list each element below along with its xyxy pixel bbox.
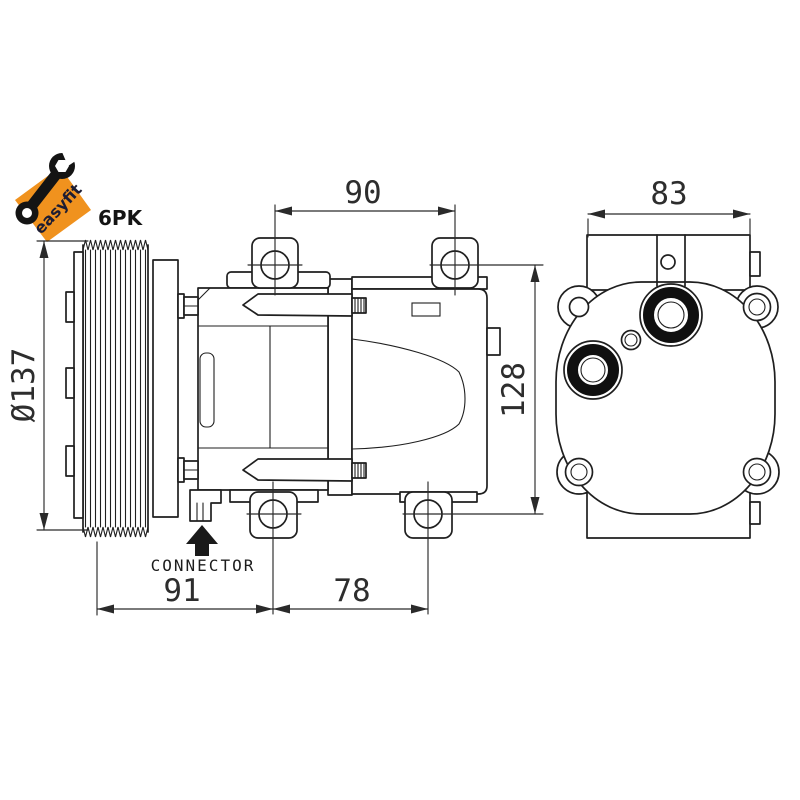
rear-notch [411, 302, 441, 317]
wrench-ring-hole [22, 208, 32, 218]
wrench-hex-hole [55, 160, 69, 172]
thread-end-top [351, 297, 367, 314]
connector-label: CONNECTOR [151, 556, 256, 575]
mount-hole [568, 296, 590, 318]
clutch-tab [65, 291, 75, 323]
mount-hole [742, 457, 772, 487]
compressor-body [177, 271, 501, 496]
manifold-bolt-hole [660, 254, 676, 270]
dimension-90: 90 [274, 175, 456, 216]
rear-tab [486, 327, 501, 356]
front-housing [197, 287, 329, 491]
small-port-hole [620, 329, 642, 351]
discharge-port [639, 283, 703, 347]
mount-hole [742, 292, 772, 322]
o-ring-seal [643, 287, 699, 343]
suction-port [563, 340, 623, 400]
dim-137-value: Ø137 [6, 348, 42, 423]
side-view: CONNECTOR [65, 204, 544, 615]
dim-90-value: 90 [344, 175, 381, 211]
pulley-groove-teeth-bottom [82, 526, 149, 538]
tie-rod-rib-bottom [242, 458, 353, 482]
connector-arrow-icon [186, 525, 218, 556]
thread-end-bottom [351, 462, 367, 479]
bottom-right-tab [749, 501, 761, 525]
top-right-tab [749, 251, 761, 277]
pulley-groove-teeth-top [82, 239, 149, 251]
dim-91-value: 91 [163, 573, 200, 609]
easyfit-logo: easyfit [15, 152, 91, 242]
dimension-91-78: 91 78 [96, 541, 429, 616]
connector-body [189, 489, 222, 522]
housing-outline [555, 281, 776, 515]
clutch-tab [65, 445, 75, 477]
dim-78-value: 78 [333, 573, 370, 609]
belt-type-label: 6PK [98, 206, 144, 230]
o-ring-seal [567, 344, 619, 396]
pulley-groove-lines [84, 249, 147, 528]
cylinder-barrel-profile [351, 338, 466, 450]
coil-housing [152, 259, 179, 518]
mounting-lugs [229, 204, 544, 615]
bolt-head-bottom [177, 457, 199, 483]
bolt-head-top [177, 293, 199, 319]
clutch-tab [65, 367, 75, 399]
clutch-front-plate [73, 251, 84, 519]
connector: CONNECTOR [151, 489, 256, 575]
shaft-nose-slot [199, 352, 215, 428]
dimension-128: 128 [496, 264, 540, 515]
dim-128-value: 128 [496, 362, 532, 418]
pulley [65, 239, 179, 538]
dim-83-value: 83 [650, 176, 687, 212]
end-view [555, 234, 780, 539]
dimension-diameter-137: Ø137 [6, 240, 89, 531]
dimension-83: 83 [587, 176, 751, 238]
mount-hole [564, 457, 594, 487]
rear-housing [351, 288, 488, 495]
wrench-icon [24, 166, 64, 214]
lug-centerlines [246, 204, 544, 615]
logo-diamond [15, 167, 91, 242]
tie-rod-rib-top [242, 293, 353, 317]
